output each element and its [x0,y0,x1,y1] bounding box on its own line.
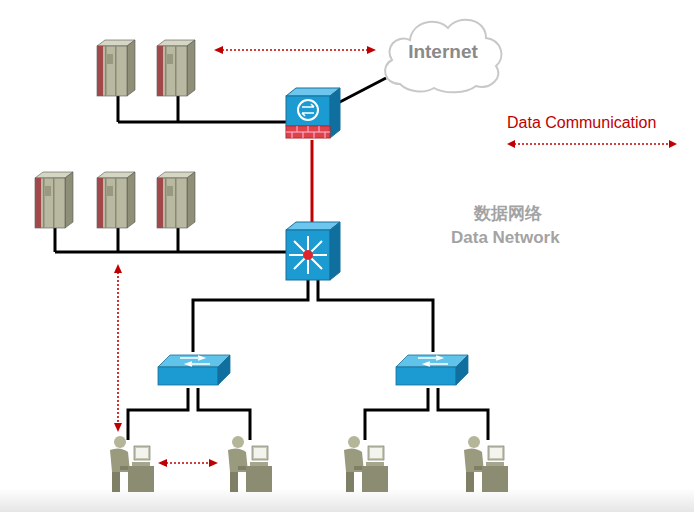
cloud-node: Internet [378,10,508,94]
network-label: Data Network [451,228,560,248]
core-switch-icon [286,222,340,280]
legend-text: Data Communication [507,114,656,132]
node-text: Internet [408,41,478,63]
legend-sample [506,138,680,150]
network-label: 数据网络 [474,202,542,225]
firewall-icon [286,88,340,138]
